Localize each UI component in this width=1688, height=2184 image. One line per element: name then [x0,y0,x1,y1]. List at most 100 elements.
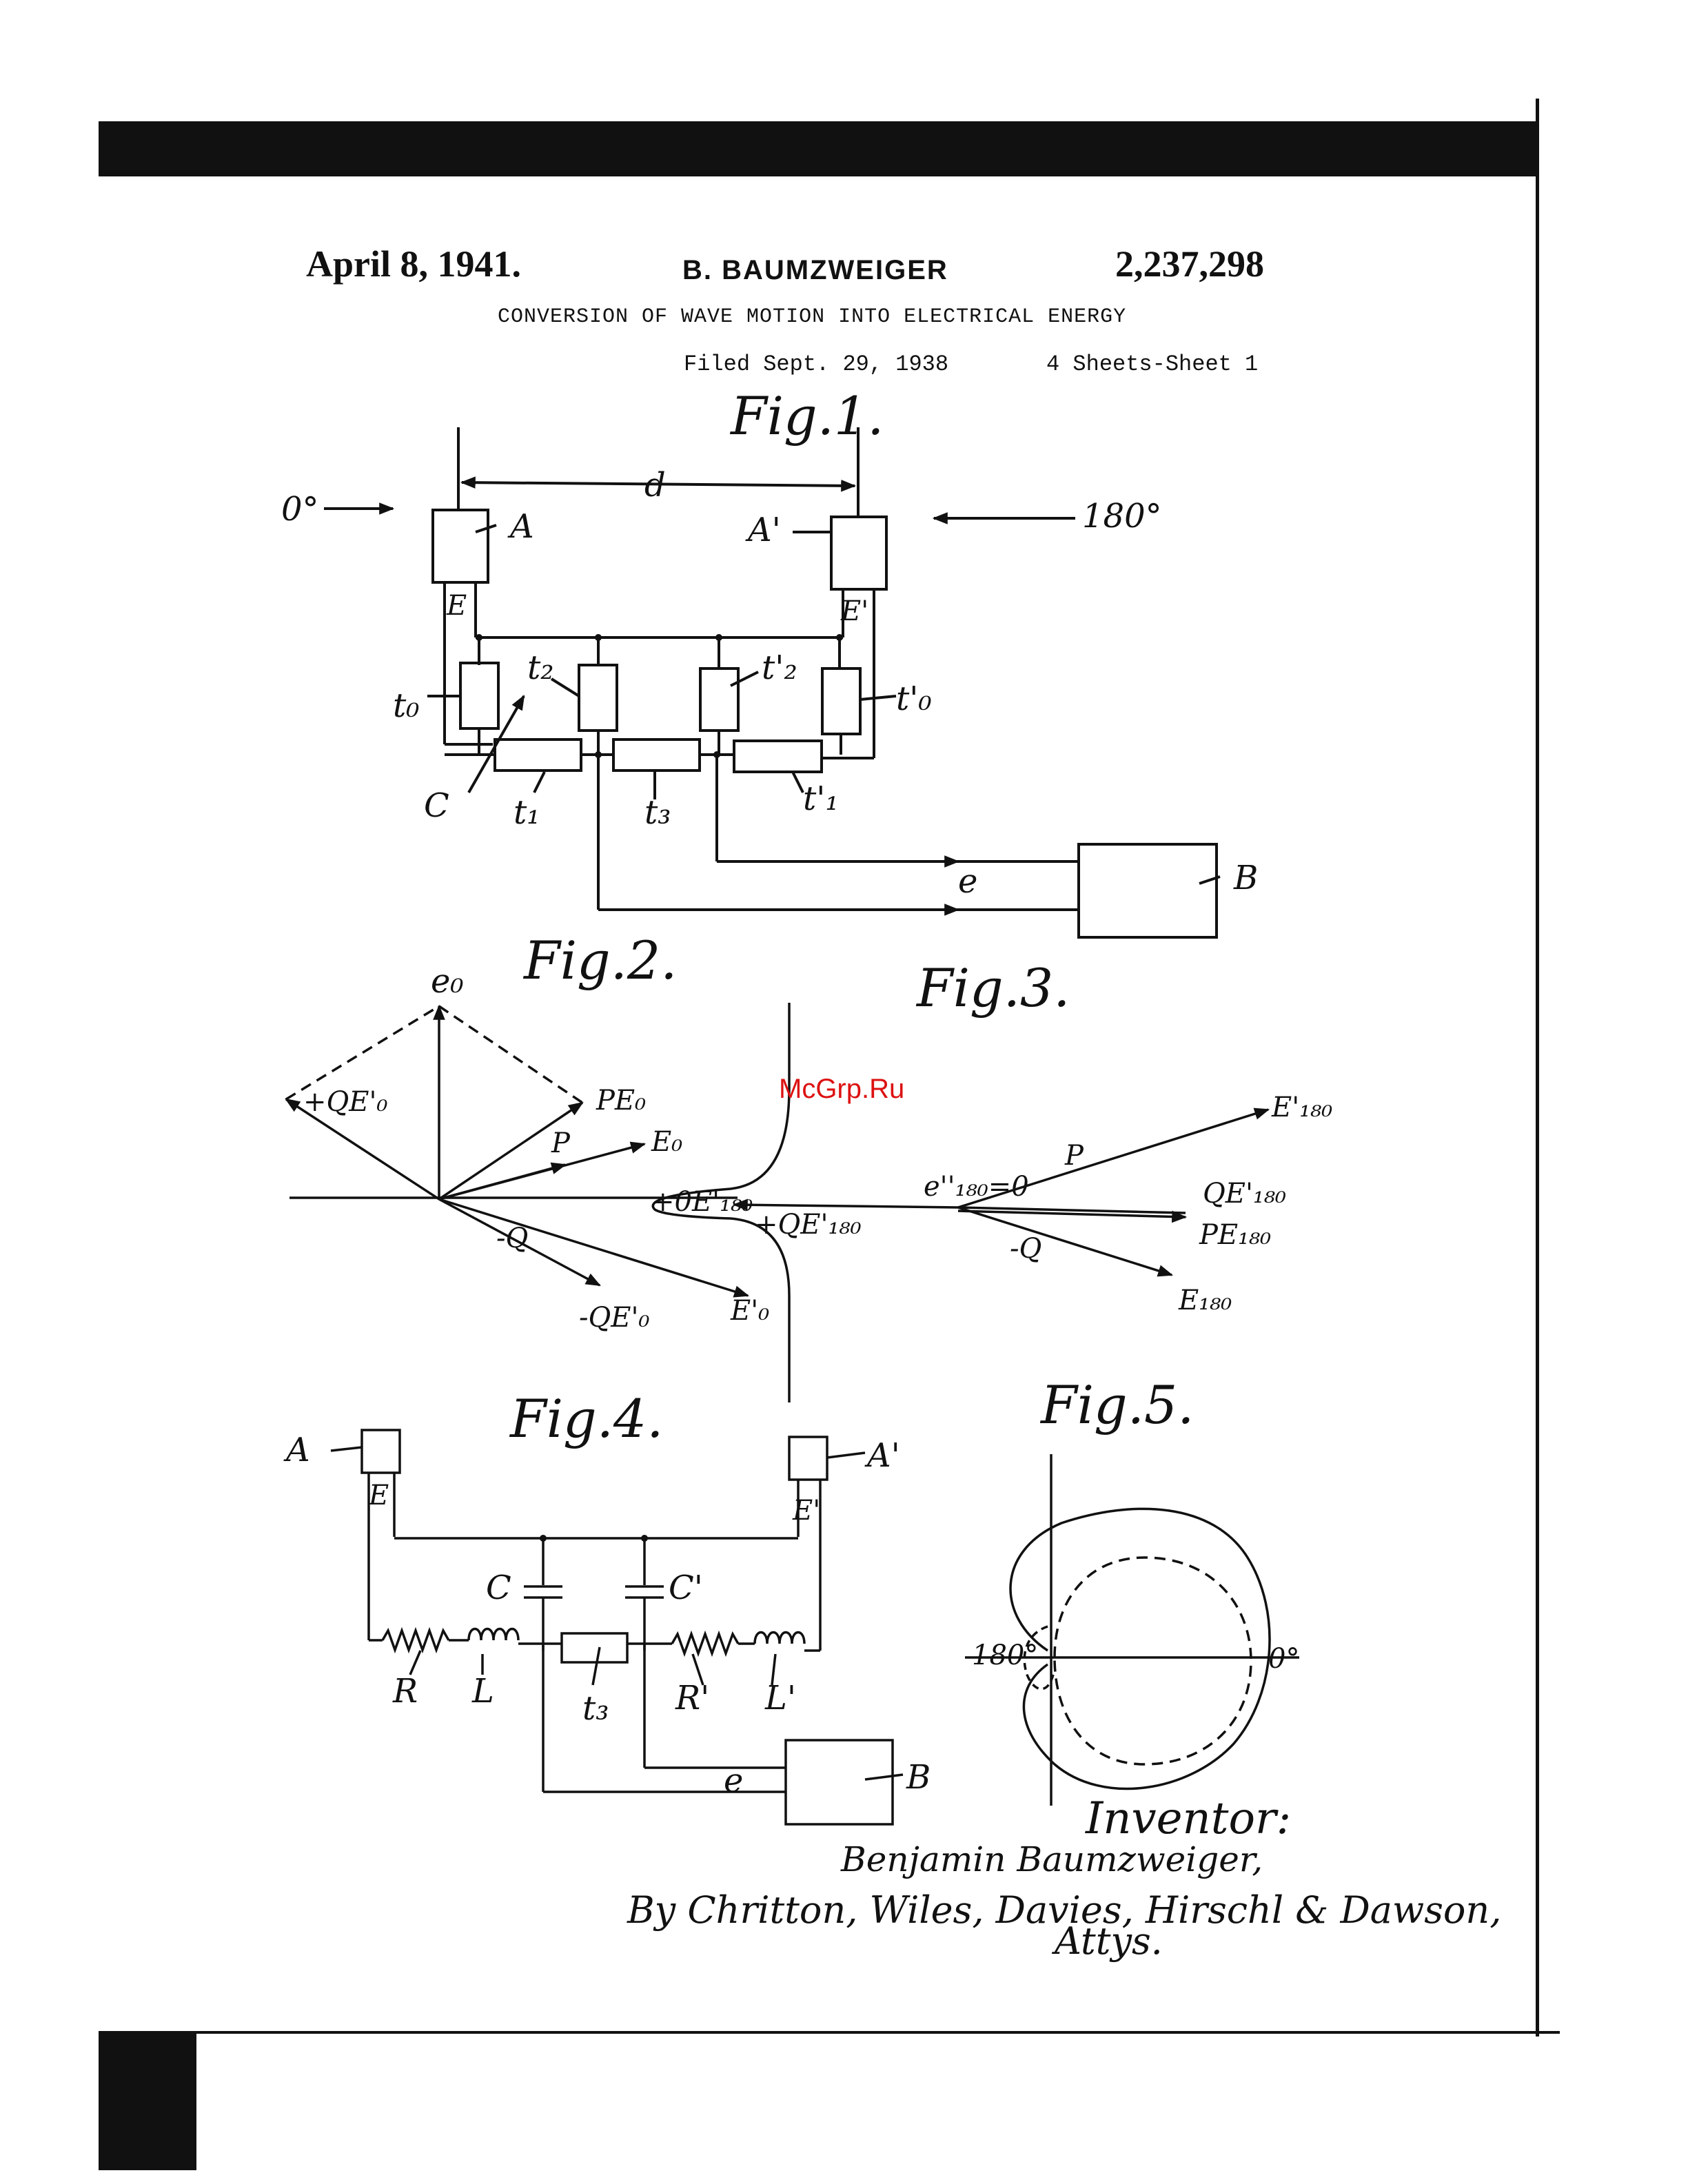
fig2-label-E0: E₀ [651,1126,682,1158]
fig2-title: Fig.2. [522,930,677,991]
fig4-label-e2: E' [792,1495,820,1527]
fig3-label-qe180: +QE'₁₈₀ [755,1209,862,1241]
fig1-delay-t0 [459,662,500,730]
bottom-left-block [99,2034,196,2170]
patent-number: 2,237,298 [1115,243,1264,285]
fig1-label-a2: A' [745,511,781,549]
fig1-label-t1: t₁ [513,793,540,832]
fig3 [732,1108,1270,1277]
fig1-delay-t0p [821,667,862,735]
fig4-label-l: L [471,1672,494,1711]
fig2-label-pe0: PE₀ [596,1085,646,1116]
fig3-label-qe180b: QE'₁₈₀ [1203,1178,1286,1210]
bottom-border-line [99,2031,1560,2034]
watermark: McGrp.Ru [779,1074,905,1104]
fig1 [324,427,1221,939]
fig4-label-r: R [392,1672,418,1711]
fig4-label-e: E [368,1480,389,1511]
fig3-label-pe180: PE₁₈₀ [1199,1219,1271,1251]
fig1-delay-t2 [578,664,618,732]
fig1-delay-t2p [699,667,740,732]
fig4-label-c2: C' [669,1569,703,1607]
fig1-angle-180: 180° [1082,497,1162,535]
fig1-label-t1p: t'₁ [803,779,839,818]
fig4-label-c: C [486,1569,511,1607]
fig1-title: Fig.1. [729,385,884,447]
fig3-label-e180: E₁₈₀ [1178,1285,1232,1316]
fig2-label-qe0: +QE'₀ [303,1086,388,1118]
fig1-label-t2p: t'₂ [762,649,797,687]
fig5-title: Fig.5. [1039,1374,1194,1436]
fig2-labels: Fig.2. e₀ +QE'₀ PE₀ P E₀ -Q -QE'₀ E'₀ [303,930,769,1334]
fig5 [965,1454,1299,1806]
fig2-label-e0: e₀ [431,962,464,1001]
fig4-mic-a [360,1429,401,1474]
right-border-line [1536,99,1539,2037]
fig1-receiver-b [1077,843,1218,939]
fig3-labels: Fig.3. +0E'₁₈₀ +QE'₁₈₀ e''₁₈₀=0 P E'₁₈₀ … [651,957,1332,1316]
fig1-labels: Fig.1. 0° 180° d A A' E E' t₀ t₂ t'₂ t'₀… [281,385,1258,901]
fig3-label-e180-zero: e''₁₈₀=0 [924,1171,1029,1203]
fig1-delay-t1 [494,738,582,772]
fig3-title: Fig.3. [915,957,1070,1019]
fig4 [330,1429,904,1826]
fig4-mic-a2 [788,1436,828,1481]
fig1-delay-t1p [733,739,823,773]
patent-date: April 8, 1941. [306,243,522,285]
fig2 [285,1003,791,1402]
fig5-pattern-dashed [1053,1556,1252,1766]
fig5-label-0: 0° [1268,1643,1299,1675]
fig4-inductor-l [467,1627,520,1641]
inventor-heading: Inventor: [1085,1793,1291,1844]
fig4-receiver-b [784,1739,894,1826]
fig4-resistor-r [381,1626,450,1654]
signature-attorneys: By Chritton, Wiles, Davies, Hirschl & Da… [627,1888,1501,1932]
fig2-label-q: -Q [496,1223,528,1254]
fig4-title: Fig.4. [509,1388,663,1449]
fig4-label-a: A [283,1431,310,1469]
fig1-label-t0p: t'₀ [896,680,932,718]
fig4-label-b: B [906,1758,931,1797]
fig2-label-e0p: E'₀ [730,1295,769,1327]
fig1-angle-0: 0° [281,490,319,529]
top-black-bar [99,121,1538,176]
fig3-label-e180p: E'₁₈₀ [1271,1092,1332,1123]
fig3-label-p: P [1064,1140,1084,1172]
fig1-label-b: B [1233,859,1258,897]
signature-atty: Attys. [1051,1919,1163,1963]
filed-date: Filed Sept. 29, 1938 [684,351,949,377]
fig2-label-p: P [551,1127,571,1159]
signature-name: Benjamin Baumzweiger, [840,1839,1263,1879]
fig4-label-e-signal: e [724,1762,743,1800]
fig1-label-c: C [424,786,449,825]
fig1-label-t0: t₀ [393,686,420,725]
fig1-label-e2: E' [840,595,868,627]
fig4-resistor-r2 [671,1630,740,1657]
fig3-label-q: -Q [1010,1233,1041,1265]
fig4-label-t3: t₃ [582,1689,609,1728]
fig5-label-180: 180° [972,1640,1038,1671]
fig1-label-t3: t₃ [644,793,671,832]
fig1-label-a: A [507,507,534,546]
fig5-labels: Fig.5. 180° 0° [972,1374,1299,1675]
sheet-count: 4 Sheets-Sheet 1 [1046,351,1259,377]
fig1-mic-a2 [830,516,888,591]
fig1-label-e: E [446,590,467,622]
fig4-labels: Fig.4. A A' E E' C C' R L t₃ R' L' e B [283,1388,931,1800]
fig1-distance-d: d [644,466,666,504]
fig1-label-t2: t₂ [527,649,554,687]
fig3-label-zero-e: +0E'₁₈₀ [651,1186,753,1218]
signature-block: Inventor: Benjamin Baumzweiger, By Chrit… [627,1793,1501,1963]
fig4-inductor-l2 [753,1631,806,1644]
inventor-name: B. BAUMZWEIGER [682,255,948,285]
fig5-pattern-solid [1009,1507,1271,1790]
fig4-label-r2: R' [675,1679,709,1717]
fig2-label-mqe0: -QE'₀ [579,1302,650,1334]
fig1-delay-t3 [612,738,701,772]
fig1-mic-a [431,509,489,584]
fig4-label-a2: A' [864,1436,900,1475]
fig4-delay-t3 [560,1632,629,1664]
patent-title: CONVERSION OF WAVE MOTION INTO ELECTRICA… [498,305,1127,329]
fig1-label-e-signal: e [958,862,977,901]
